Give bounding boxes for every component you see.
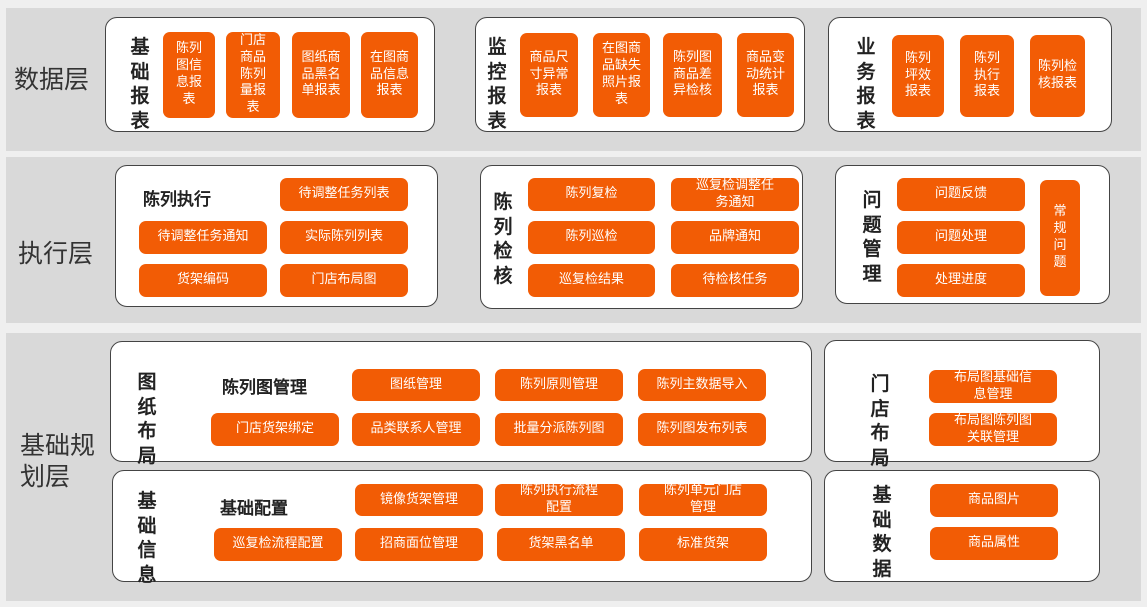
drawing-button[interactable]: 图纸管理 bbox=[352, 369, 480, 401]
issue-button[interactable]: 问题处理 bbox=[897, 221, 1025, 254]
drawing-button[interactable]: 批量分派陈列图 bbox=[495, 413, 623, 446]
check-button[interactable]: 待检核任务 bbox=[671, 264, 799, 297]
report-button[interactable]: 门店商品陈列量报表 bbox=[226, 32, 280, 118]
info-button[interactable]: 招商面位管理 bbox=[355, 528, 483, 561]
check-button[interactable]: 品牌通知 bbox=[671, 221, 799, 254]
execution-button[interactable]: 待调整任务通知 bbox=[139, 221, 267, 254]
report-button[interactable]: 在图商品信息报表 bbox=[361, 32, 418, 118]
execution-button[interactable]: 货架编码 bbox=[139, 264, 267, 297]
store-layout-button[interactable]: 布局图陈列图关联管理 bbox=[929, 413, 1057, 446]
basic-reports-title: 基础报表 bbox=[130, 36, 150, 133]
report-button[interactable]: 陈列执行报表 bbox=[960, 35, 1014, 117]
issue-button-common[interactable]: 常规问题 bbox=[1040, 180, 1080, 296]
check-button[interactable]: 陈列复检 bbox=[528, 178, 655, 211]
base-data-title: 基础数据 bbox=[872, 484, 892, 581]
check-button[interactable]: 巡复检结果 bbox=[528, 264, 655, 297]
drawing-button[interactable]: 陈列图发布列表 bbox=[638, 413, 766, 446]
info-button[interactable]: 镜像货架管理 bbox=[355, 484, 483, 516]
layer-label-exec: 执行层 bbox=[18, 239, 94, 268]
report-button[interactable]: 图纸商品黑名单报表 bbox=[292, 32, 350, 118]
report-button[interactable]: 陈列图商品差异检核 bbox=[663, 33, 722, 117]
monitor-reports-title: 监控报表 bbox=[487, 36, 507, 133]
issue-title: 问题管理 bbox=[862, 189, 882, 286]
drawing-subtitle: 陈列图管理 bbox=[222, 378, 307, 398]
layer-label-base: 基础规划层 bbox=[20, 431, 96, 492]
business-reports-title: 业务报表 bbox=[856, 36, 876, 133]
execution-button[interactable]: 门店布局图 bbox=[280, 264, 408, 297]
base-data-button[interactable]: 商品属性 bbox=[930, 527, 1058, 560]
base-data-button[interactable]: 商品图片 bbox=[930, 484, 1058, 517]
drawing-title: 图纸布局 bbox=[137, 371, 157, 468]
execution-button[interactable]: 待调整任务列表 bbox=[280, 178, 408, 211]
info-button[interactable]: 巡复检流程配置 bbox=[214, 528, 342, 561]
info-button[interactable]: 标准货架 bbox=[639, 528, 767, 561]
store-layout-button[interactable]: 布局图基础信息管理 bbox=[929, 370, 1057, 403]
drawing-button[interactable]: 陈列主数据导入 bbox=[638, 369, 766, 401]
execution-title: 陈列执行 bbox=[143, 190, 211, 210]
report-button[interactable]: 陈列检核报表 bbox=[1030, 35, 1085, 117]
report-button[interactable]: 陈列图信息报表 bbox=[163, 32, 215, 118]
check-button[interactable]: 陈列巡检 bbox=[528, 221, 655, 254]
report-button[interactable]: 商品变动统计报表 bbox=[737, 33, 794, 117]
store-layout-title: 门店布局 bbox=[870, 373, 890, 470]
report-button[interactable]: 在图商品缺失照片报表 bbox=[593, 33, 650, 117]
drawing-button[interactable]: 品类联系人管理 bbox=[352, 413, 480, 446]
drawing-button[interactable]: 陈列原则管理 bbox=[495, 369, 623, 401]
info-button[interactable]: 陈列单元门店管理 bbox=[639, 483, 767, 516]
info-subtitle: 基础配置 bbox=[220, 499, 288, 519]
info-button[interactable]: 货架黑名单 bbox=[497, 528, 625, 561]
info-button[interactable]: 陈列执行流程配置 bbox=[495, 483, 623, 516]
check-button[interactable]: 巡复检调整任务通知 bbox=[671, 178, 799, 211]
execution-button[interactable]: 实际陈列列表 bbox=[280, 221, 408, 254]
info-title: 基础信息 bbox=[137, 490, 157, 587]
report-button[interactable]: 商品尺寸异常报表 bbox=[520, 33, 578, 117]
issue-button[interactable]: 问题反馈 bbox=[897, 178, 1025, 211]
layer-label-data: 数据层 bbox=[14, 65, 90, 94]
drawing-button[interactable]: 门店货架绑定 bbox=[211, 413, 339, 446]
check-title: 陈列检核 bbox=[493, 191, 513, 288]
report-button[interactable]: 陈列坪效报表 bbox=[892, 35, 944, 117]
issue-button[interactable]: 处理进度 bbox=[897, 264, 1025, 297]
